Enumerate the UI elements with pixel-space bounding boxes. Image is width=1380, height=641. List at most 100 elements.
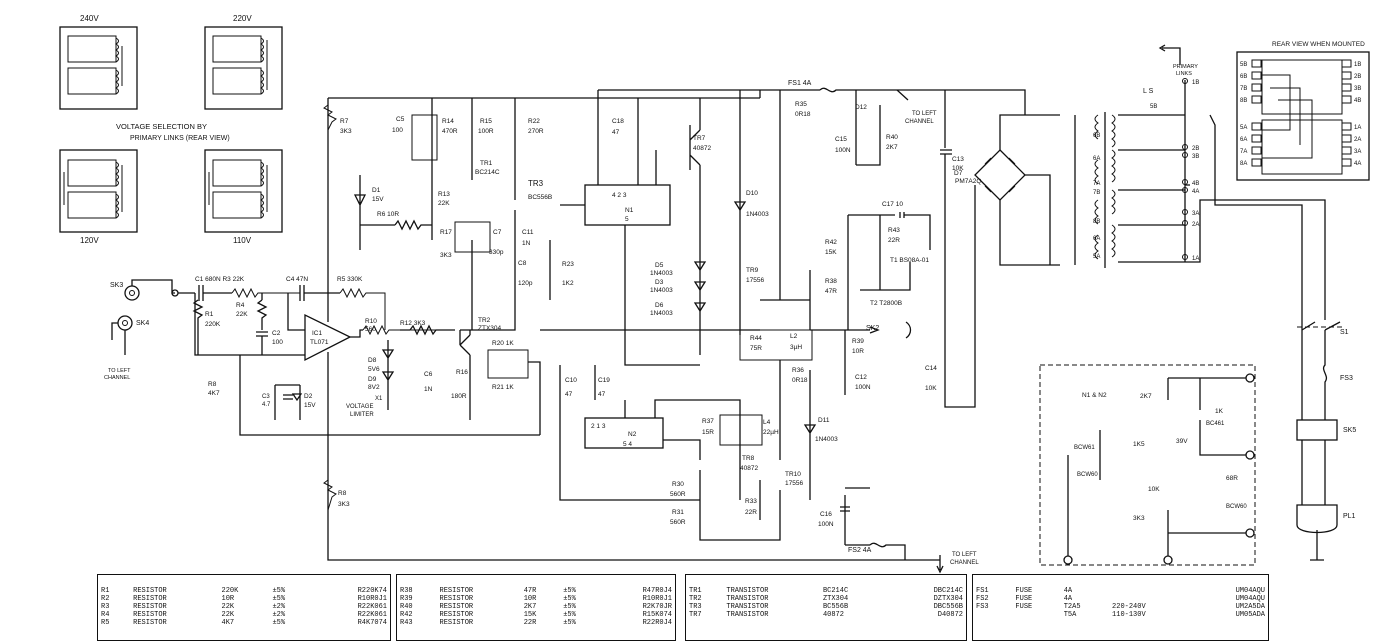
svg-text:R40: R40 [886,134,898,141]
primary-links-label: PRIMARY [1173,64,1198,70]
rear-pin-tab [1341,158,1352,167]
rear-pin-label: 6A [1240,137,1247,143]
transformer-tap-label: 6A [1093,236,1100,242]
bom-cell [883,603,895,611]
label-120v: 120V [80,236,99,245]
n1-n2-inset: N1 & N2 2K7 1K 1K5 39V BC461 BCW61 BCW60… [1039,364,1256,566]
bom-cell: R39 [400,595,413,603]
bom-cell: 15K [523,611,537,619]
voltage-caption-line2: PRIMARY LINKS (REAR VIEW) [130,135,230,142]
svg-text:D6: D6 [655,302,664,309]
bom-cell: 47R [523,587,537,595]
svg-text:R5 330K: R5 330K [337,276,363,283]
svg-text:C6: C6 [424,371,433,378]
bom-cell: R5 [101,619,110,627]
svg-text:2K7: 2K7 [886,144,898,151]
link-box-110v: 110V [204,149,283,245]
transformer-tap-terminal [1182,254,1188,260]
svg-text:BC214C: BC214C [475,169,500,176]
svg-text:D11: D11 [818,417,830,424]
svg-text:TR10: TR10 [785,471,801,478]
bom-cell: RESISTOR [439,603,474,611]
transformer-tap-label: 5A [1093,254,1100,260]
bom-cell: T2A5 [1063,603,1081,611]
bom-cell: RESISTOR [133,611,167,619]
bom-cell: ±5% [563,587,576,595]
svg-text:R15: R15 [480,118,492,125]
svg-text:47: 47 [598,391,606,398]
bom-cell: 2K7 [523,603,537,611]
bom-cell: D40872 [937,611,963,619]
ic1-opamp: IC1 TL071 R10 560 R12 3K3 D8 5V6 D9 8V2 … [208,310,540,500]
rear-pin-tab [1341,122,1352,131]
bom-cell: 22K [221,603,235,611]
svg-text:C5: C5 [396,116,405,123]
transformer-tap-label: 6B [1093,133,1100,139]
bom-cell: R2K70JR [642,603,672,611]
bom-cell: 4A [1063,595,1073,603]
rear-pin-label: 2A [1354,137,1361,143]
transformer-tap-label: 7A [1093,181,1100,187]
rear-pin-tab [1341,95,1352,104]
svg-text:15V: 15V [372,196,384,203]
svg-text:R8: R8 [338,490,347,497]
transformer-tap-terminal [1182,209,1188,215]
svg-text:R30: R30 [672,481,684,488]
svg-text:5: 5 [625,216,629,223]
svg-text:C16: C16 [820,511,832,518]
label-220v: 220V [233,14,252,23]
svg-text:1N4003: 1N4003 [650,310,673,317]
rear-pin-label: 7A [1240,149,1247,155]
bom-cell: 22R [523,619,537,627]
svg-text:15K: 15K [825,249,837,256]
svg-text:68R: 68R [1226,475,1238,482]
rear-pin-tab [1251,158,1262,167]
bridge-rectifier-d7 [974,149,1026,201]
rear-pin-label: 8A [1240,161,1247,167]
rear-pin-label: 1B [1354,62,1361,68]
rear-pin-tab [1251,122,1262,131]
bom-cell: 40872 [822,611,844,619]
rear-pin-tab [1251,71,1262,80]
svg-text:C7: C7 [493,229,502,236]
bom-cell: 10R [523,595,537,603]
svg-text:R7: R7 [340,118,349,125]
pl1-label: PL1 [1343,513,1356,520]
rear-pin-label: 4A [1354,161,1361,167]
transformer-tap-label: 3B [1192,154,1199,160]
ls-label: L S [1143,88,1154,95]
svg-text:R38: R38 [825,278,837,285]
svg-text:8V2: 8V2 [368,384,380,391]
svg-text:560R: 560R [670,519,686,526]
svg-text:C19: C19 [598,377,610,384]
bom-cell: FUSE [1015,603,1033,611]
n1-pins: 4 2 3 [612,192,627,199]
bom-cell: BC556B [822,603,849,611]
bom-cell: R1 [101,587,110,595]
svg-text:22R: 22R [888,237,900,244]
svg-text:1N4003: 1N4003 [650,287,673,294]
svg-text:C15: C15 [835,136,847,143]
rear-pin-tab [1341,71,1352,80]
svg-text:10R: 10R [852,348,864,355]
svg-text:R14: R14 [442,118,454,125]
bom-cell: R10R0J1 [642,595,672,603]
bom-cell: ±5% [563,619,576,627]
bom-cell: ZTX304 [822,595,849,603]
input-section: SK3 SK4 TO LEFT CHANNEL C1 680N R3 22K C… [104,276,386,381]
svg-text:560: 560 [365,326,376,333]
bom-cell: ±5% [272,595,286,603]
rear-pin-tab [1341,134,1352,143]
mains-section: S1 FS3 SK5 PL1 [1185,114,1356,561]
rear-pin-tab [1341,146,1352,155]
svg-text:R33: R33 [745,498,757,505]
sk4-label: SK4 [136,320,149,327]
svg-text:D1: D1 [372,187,381,194]
voltage-selection-panel: 240V 220V 120V 110V VOLTAGE SELECTION BY… [59,14,283,245]
rear-pin-label: 4B [1354,98,1361,104]
transformer-tap-label: 8B [1093,219,1100,225]
svg-text:1K: 1K [1215,408,1224,415]
